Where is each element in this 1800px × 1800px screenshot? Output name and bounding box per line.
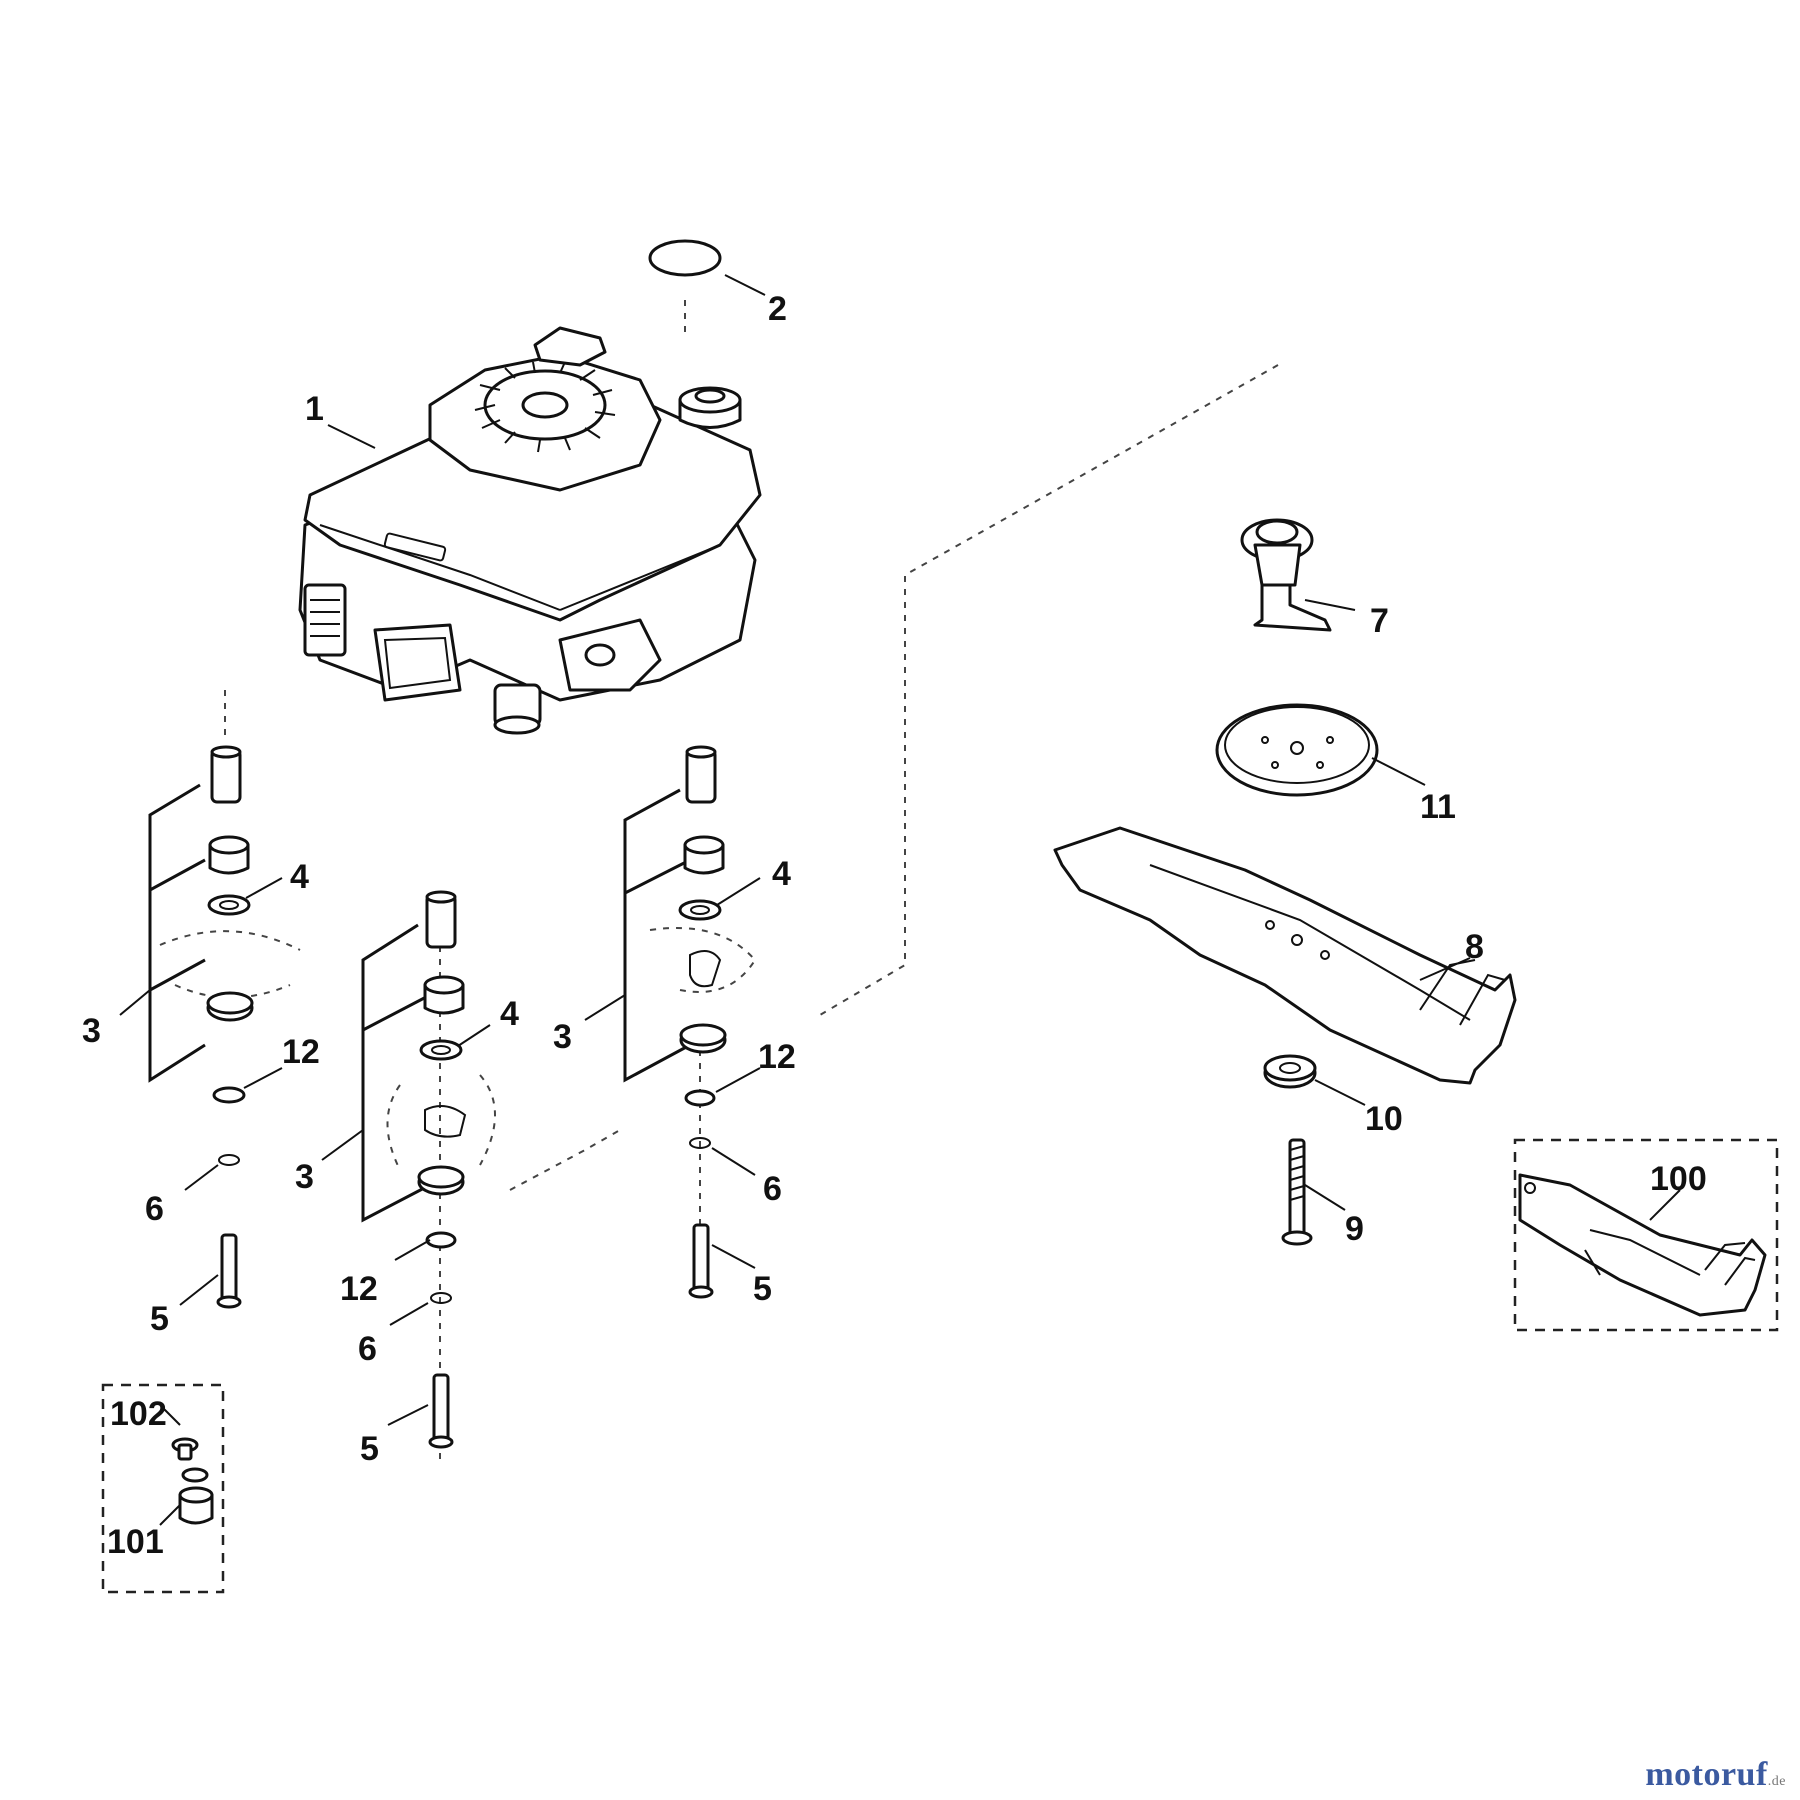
callout-3: 3 — [82, 1012, 101, 1050]
mount-assembly-middle — [361, 890, 496, 1449]
spring-washer — [218, 1154, 240, 1166]
watermark-suffix: .de — [1767, 1774, 1786, 1789]
mount-assembly-left — [148, 745, 301, 1309]
screw-102 — [171, 1437, 199, 1461]
blade-bolt — [1281, 1138, 1313, 1246]
callout-3: 3 — [553, 1018, 572, 1056]
callout-7: 7 — [1370, 602, 1389, 640]
accessory-box-left — [101, 1383, 225, 1594]
callout-5: 5 — [360, 1430, 379, 1468]
callout-1: 1 — [305, 390, 324, 428]
callout-9: 9 — [1345, 1210, 1364, 1248]
small-washer — [212, 1086, 246, 1104]
bolt — [692, 1223, 710, 1292]
callout-6: 6 — [145, 1190, 164, 1228]
spacer-101 — [178, 1467, 214, 1525]
washer — [207, 894, 251, 916]
callout-5: 5 — [753, 1270, 772, 1308]
spring-washer — [430, 1292, 452, 1304]
mower-blade — [1053, 826, 1517, 1085]
star-washer — [1263, 1054, 1317, 1089]
callout-6: 6 — [763, 1170, 782, 1208]
blade-adapter — [1240, 518, 1332, 632]
callout-6: 6 — [358, 1330, 377, 1368]
callout-101: 101 — [107, 1523, 164, 1561]
callout-4: 4 — [500, 995, 519, 1033]
engine — [298, 326, 762, 735]
callout-3: 3 — [295, 1158, 314, 1196]
small-washer — [684, 1089, 716, 1107]
callout-8: 8 — [1465, 928, 1484, 966]
alternative-blade — [1518, 1173, 1767, 1317]
small-washer — [425, 1231, 457, 1249]
watermark-name: motoruf — [1645, 1756, 1768, 1793]
guide-lines — [224, 300, 1279, 1460]
callout-4: 4 — [290, 858, 309, 896]
disc-plate — [1215, 703, 1379, 797]
bolt — [220, 1233, 238, 1302]
callout-102: 102 — [110, 1395, 167, 1433]
gasket-ring — [648, 239, 722, 277]
watermark-logo: motoruf.de — [1645, 1756, 1786, 1794]
washer — [678, 899, 722, 921]
bolt — [432, 1373, 450, 1442]
oil-cap — [678, 386, 742, 429]
leader-lines — [119, 274, 1681, 1526]
callout-11: 11 — [1420, 788, 1456, 826]
callout-100: 100 — [1650, 1160, 1707, 1198]
callout-5: 5 — [150, 1300, 169, 1338]
callouts: 1 2 3 4 12 6 5 3 4 12 6 5 3 4 12 6 5 7 1… — [82, 290, 1707, 1561]
callout-12: 12 — [758, 1038, 796, 1076]
callout-10: 10 — [1365, 1100, 1403, 1138]
starter-handle — [533, 326, 607, 367]
callout-2: 2 — [768, 290, 787, 328]
callout-4: 4 — [772, 855, 791, 893]
washer — [419, 1039, 463, 1061]
callout-12: 12 — [340, 1270, 378, 1308]
accessory-box-right — [1513, 1138, 1779, 1332]
mount-assembly-right — [623, 745, 757, 1299]
spring-washer — [689, 1137, 711, 1149]
callout-12: 12 — [282, 1033, 320, 1071]
